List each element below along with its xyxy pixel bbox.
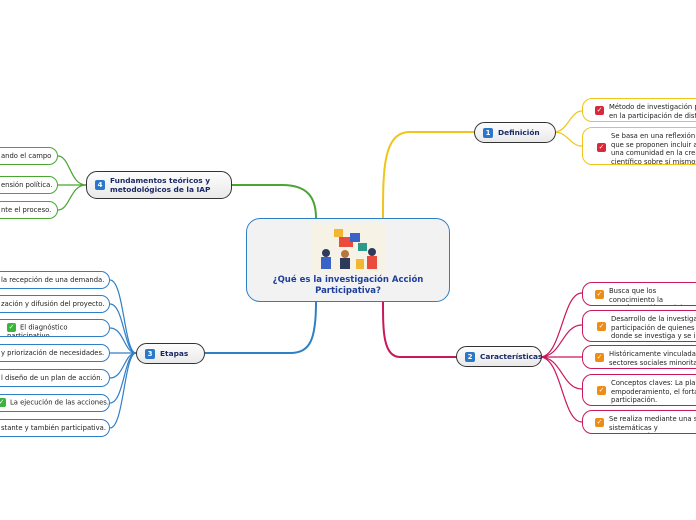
topic-etapas[interactable]: 3 Etapas: [136, 343, 205, 364]
etapas-item-6[interactable]: ✓La ejecución de las acciones.: [0, 394, 110, 412]
caracteristicas-item-2[interactable]: ✓ Desarrollo de la investigac participac…: [582, 310, 696, 342]
topic-number-4: 4: [95, 180, 105, 190]
checkbox-icon: ✓: [597, 386, 606, 395]
etapas-item-2[interactable]: zación y difusión del proyecto.: [0, 295, 110, 313]
central-topic[interactable]: ¿Qué es la investigación Acción Particip…: [246, 218, 450, 302]
caracteristicas-item-4[interactable]: ✓ Conceptos claves: La plani empoderamie…: [582, 374, 696, 406]
topic-number-1: 1: [483, 127, 493, 138]
checkbox-icon: ✓: [597, 143, 606, 152]
etapas-item-4[interactable]: y priorización de necesidades.: [0, 344, 110, 362]
checkbox-icon: ✓: [7, 323, 16, 332]
topic-number-3: 3: [145, 348, 155, 359]
etapas-item-7[interactable]: stante y también participativa.: [0, 419, 110, 437]
etapas-item-5[interactable]: l diseño de un plan de acción.: [0, 369, 110, 387]
definicion-item-2[interactable]: ✓ Se basa en una reflexión y que se prop…: [582, 127, 696, 165]
checkbox-icon: ✓: [0, 398, 6, 407]
topic-fundamentos-label: Fundamentos teóricos y metodológicos de …: [110, 176, 211, 194]
checkbox-icon: ✓: [597, 322, 606, 331]
fundamentos-item-2[interactable]: ensión política.: [0, 176, 58, 194]
topic-definicion[interactable]: 1 Definición: [474, 122, 556, 143]
checkbox-icon: ✓: [595, 290, 604, 299]
etapas-item-3[interactable]: ✓El diagnóstico participativo: [0, 319, 110, 337]
checkbox-icon: ✓: [595, 418, 604, 427]
caracteristicas-item-1[interactable]: ✓ Busca que los conocimiento la transfor…: [582, 282, 696, 306]
topic-caracteristicas-label: Características: [480, 352, 543, 361]
checkbox-icon: ✓: [595, 353, 604, 362]
fundamentos-item-3[interactable]: nte el proceso.: [0, 201, 58, 219]
topic-fundamentos[interactable]: 4 Fundamentos teóricos y metodológicos d…: [86, 171, 232, 199]
team-puzzle-illustration: [312, 223, 386, 273]
topic-etapas-label: Etapas: [160, 349, 189, 358]
topic-number-2: 2: [465, 351, 475, 362]
central-topic-title: ¿Qué es la investigación Acción Particip…: [272, 275, 424, 296]
definicion-item-1[interactable]: ✓ Método de investigación ps en la parti…: [582, 98, 696, 122]
topic-definicion-label: Definición: [498, 128, 540, 137]
caracteristicas-item-3[interactable]: ✓ Históricamente vinculada a sectores so…: [582, 345, 696, 369]
checkbox-icon: ✓: [595, 106, 604, 115]
fundamentos-item-1[interactable]: ando el campo: [0, 147, 58, 165]
topic-caracteristicas[interactable]: 2 Características: [456, 346, 542, 367]
caracteristicas-item-5[interactable]: ✓ Se realiza mediante una se sistemática…: [582, 410, 696, 434]
etapas-item-1[interactable]: la recepción de una demanda.: [0, 271, 110, 289]
